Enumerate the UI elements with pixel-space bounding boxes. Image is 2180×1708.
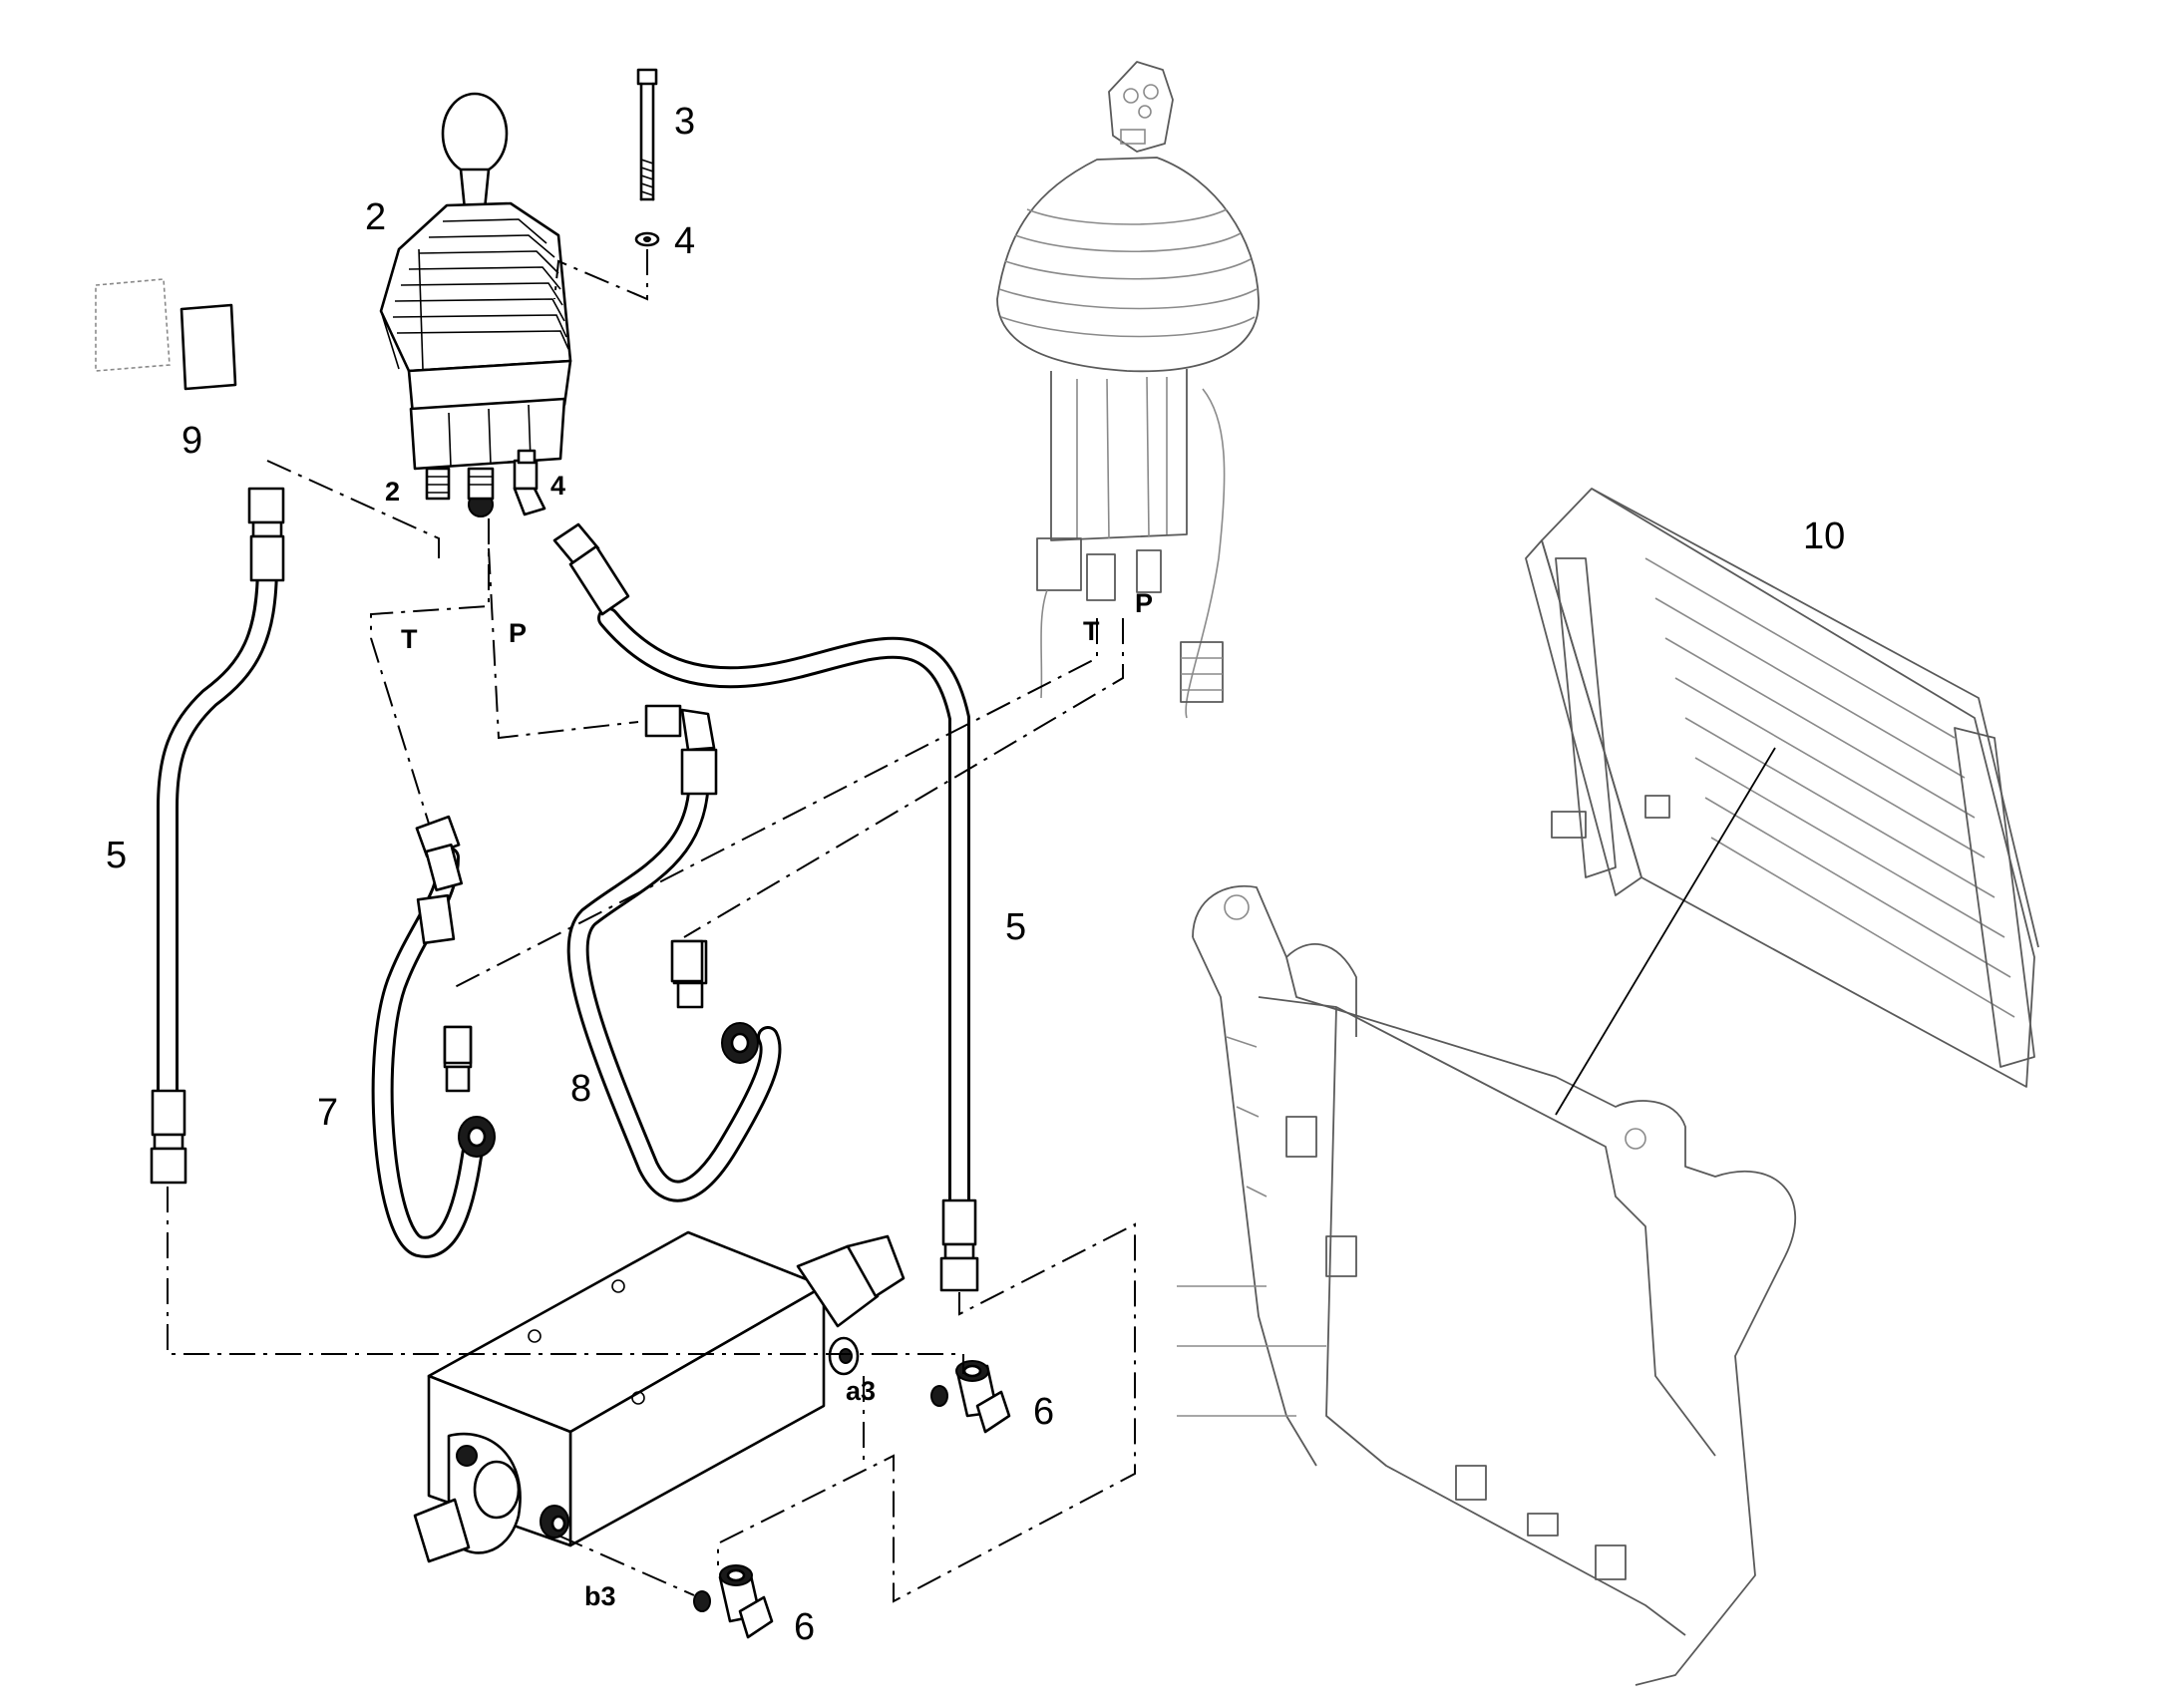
support-frame xyxy=(1177,885,1797,1686)
decal-part-9 xyxy=(95,278,237,391)
bolt-part-3 xyxy=(636,68,658,201)
port-label-p-right: P xyxy=(1135,588,1153,618)
elbow-fitting-part-6-a3 xyxy=(930,1360,1011,1434)
callout-10: 10 xyxy=(1803,515,1845,557)
port-label-t-left: T xyxy=(401,624,418,654)
hose-part-5-right xyxy=(552,522,979,1292)
control-valve xyxy=(413,1230,906,1563)
leader-line-10 xyxy=(1555,747,1776,1116)
callout-6-b3: 6 xyxy=(794,1606,815,1648)
hose-part-5-left xyxy=(150,487,285,1185)
callout-5-left: 5 xyxy=(106,835,127,876)
callout-7: 7 xyxy=(317,1092,338,1134)
hose-part-8 xyxy=(566,704,782,1202)
port-label-4: 4 xyxy=(550,471,565,501)
electric-joystick xyxy=(996,61,1260,719)
port-label-b3: b3 xyxy=(584,1581,616,1611)
port-label-p-left: P xyxy=(509,618,527,648)
callout-9: 9 xyxy=(182,420,202,462)
elbow-fitting-part-6-b3 xyxy=(693,1564,774,1639)
straight-fitting-right xyxy=(670,939,704,983)
washer-part-4 xyxy=(634,231,660,247)
port-label-a3: a3 xyxy=(846,1376,876,1406)
callout-8: 8 xyxy=(570,1068,591,1110)
callout-2: 2 xyxy=(365,196,386,238)
port-label-2: 2 xyxy=(385,477,400,507)
joystick-part-2 xyxy=(379,92,572,517)
hose-part-7 xyxy=(371,815,496,1258)
callout-5-right: 5 xyxy=(1005,906,1026,948)
callout-4: 4 xyxy=(674,220,695,262)
connection-lines xyxy=(167,249,1136,1603)
cover-part-10 xyxy=(1525,488,2039,1088)
straight-fitting-left xyxy=(443,1025,473,1065)
port-label-t-right: T xyxy=(1083,616,1100,646)
callout-6-a3: 6 xyxy=(1033,1391,1054,1433)
callout-3: 3 xyxy=(674,101,695,143)
